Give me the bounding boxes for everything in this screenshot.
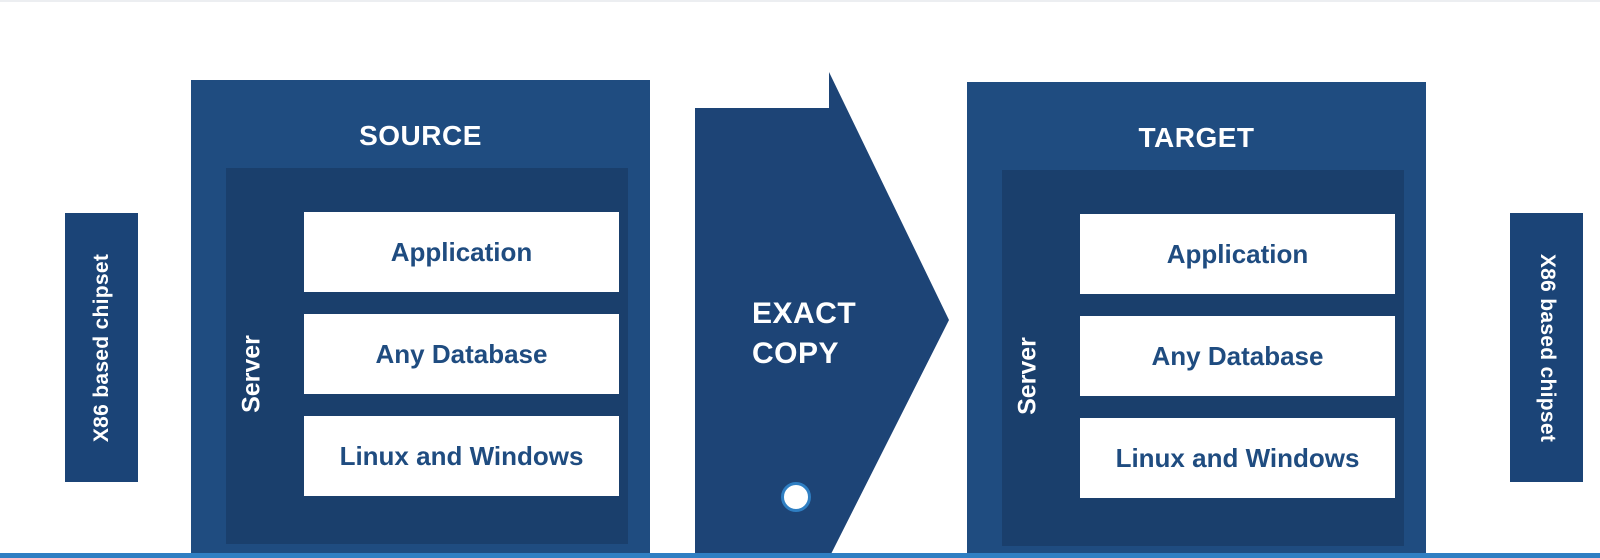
source-server-label: Server xyxy=(237,335,266,413)
arrow-shape xyxy=(695,72,949,558)
target-layer-os: Linux and Windows xyxy=(1080,418,1395,498)
right-chipset-label: X86 based chipset xyxy=(1535,253,1559,442)
exact-copy-arrow: EXACT COPY xyxy=(695,72,951,558)
source-layer-application: Application xyxy=(304,212,619,292)
source-panel: SOURCE Server Application Any Database L… xyxy=(191,80,650,558)
target-panel: TARGET Server Application Any Database L… xyxy=(967,82,1426,558)
source-title: SOURCE xyxy=(359,120,482,151)
right-chipset-bar: X86 based chipset xyxy=(1510,213,1583,482)
target-layer-application: Application xyxy=(1080,214,1395,294)
target-server-label: Server xyxy=(1013,337,1042,415)
source-server-box: Server Application Any Database Linux an… xyxy=(226,168,628,544)
slide-indicator-dot[interactable] xyxy=(781,482,811,512)
target-server-box: Server Application Any Database Linux an… xyxy=(1002,170,1404,546)
arrow-label-line1: EXACT xyxy=(752,297,857,330)
arrow-label: EXACT COPY xyxy=(752,294,856,374)
source-layer-database: Any Database xyxy=(304,314,619,394)
left-chipset-label: X86 based chipset xyxy=(89,253,113,442)
left-chipset-bar: X86 based chipset xyxy=(65,213,138,482)
top-divider xyxy=(0,0,1600,2)
target-title: TARGET xyxy=(1138,122,1255,153)
target-layer-database: Any Database xyxy=(1080,316,1395,396)
source-layer-os: Linux and Windows xyxy=(304,416,619,496)
bottom-accent-bar xyxy=(0,553,1600,558)
arrow-label-line2: COPY xyxy=(752,337,840,370)
